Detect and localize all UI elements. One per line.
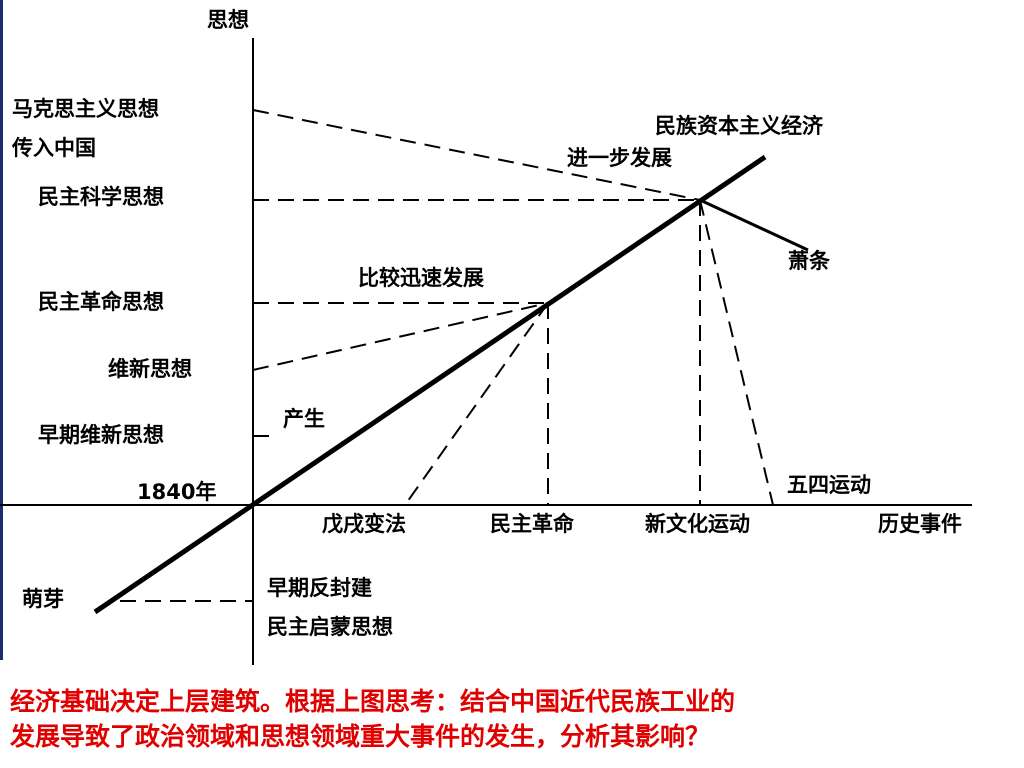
label-early-reform: 早期维新思想 bbox=[38, 423, 164, 447]
label-reform: 维新思想 bbox=[108, 357, 192, 381]
label-democratic-revolution: 民主革命思想 bbox=[38, 290, 164, 314]
caption-line2: 发展导致了政治领域和思想领域重大事件的发生，分析其影响？ bbox=[10, 722, 711, 751]
depression-branch-line bbox=[699, 198, 809, 252]
label-wuxu: 戊戌变法 bbox=[322, 512, 406, 536]
origin-label: 1840年 bbox=[137, 480, 217, 504]
economy-development-line bbox=[93, 154, 767, 615]
dash-wuxu bbox=[404, 302, 549, 506]
question-caption: 经济基础决定上层建筑。根据上图思考：结合中国近代民族工业的 发展导致了政治领域和… bbox=[10, 684, 1015, 754]
y-axis-title: 思想 bbox=[207, 8, 249, 32]
label-democracy-science: 民主科学思想 bbox=[38, 185, 164, 209]
label-marxism-line1: 马克思主义思想 bbox=[12, 97, 159, 121]
label-may-fourth: 五四运动 bbox=[787, 473, 871, 497]
label-new-culture: 新文化运动 bbox=[645, 512, 750, 536]
caption-line1: 经济基础决定上层建筑。根据上图思考：结合中国近代民族工业的 bbox=[10, 687, 736, 716]
label-marxism-line2: 传入中国 bbox=[12, 136, 96, 160]
label-further-development: 进一步发展 bbox=[567, 146, 672, 170]
dash-reform bbox=[252, 302, 549, 371]
label-rapid-development: 比较迅速发展 bbox=[358, 266, 484, 290]
label-depression: 萧条 bbox=[788, 249, 830, 273]
label-sprouting: 萌芽 bbox=[22, 587, 64, 611]
x-axis-title: 历史事件 bbox=[878, 512, 962, 536]
label-national-capitalism: 民族资本主义经济 bbox=[655, 114, 823, 138]
dash-may-fourth bbox=[699, 199, 774, 506]
dash-marxism bbox=[252, 109, 701, 201]
slide-edge-strip bbox=[0, 0, 3, 660]
label-early-anti-feudal-line2: 民主启蒙思想 bbox=[267, 615, 393, 639]
label-revolution: 民主革命 bbox=[490, 512, 574, 536]
label-early-anti-feudal-line1: 早期反封建 bbox=[267, 576, 372, 600]
label-emergence: 产生 bbox=[283, 407, 325, 431]
